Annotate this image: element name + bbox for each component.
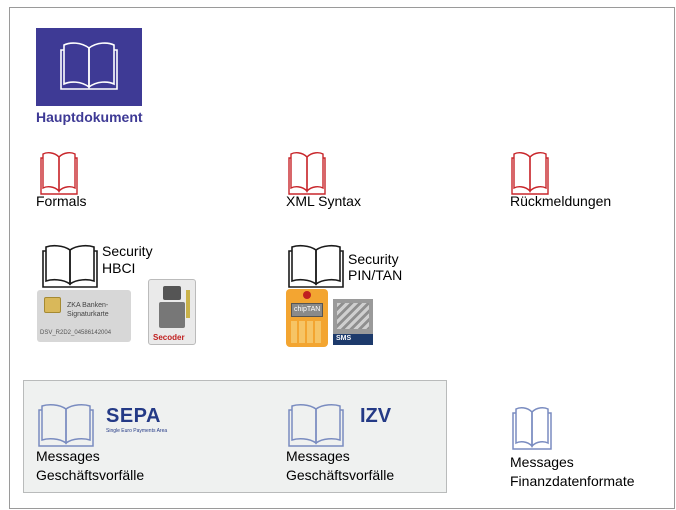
sepa-book-icon[interactable] — [38, 402, 94, 448]
card-text-2: Signaturkarte — [67, 311, 109, 318]
secoder-label: Secoder — [153, 333, 185, 342]
card-code: DSV_R2D2_04586142004 — [40, 330, 112, 336]
card-chip-icon — [44, 297, 61, 313]
hauptdokument-label[interactable]: Hauptdokument — [36, 109, 143, 125]
sms-label: SMS — [336, 335, 352, 342]
chiptan-screen: chipTAN — [291, 303, 323, 317]
secoder-image: Secoder — [148, 279, 196, 345]
outer-frame — [9, 7, 675, 509]
sms-bar: SMS — [333, 334, 373, 345]
rueckmeldungen-label[interactable]: Rückmeldungen — [510, 193, 612, 209]
secoder-screen — [163, 286, 181, 300]
chiptan-label: chipTAN — [294, 306, 321, 313]
xml-syntax-label[interactable]: XML Syntax — [286, 193, 361, 209]
finanzdaten-messages-label[interactable]: Messages — [510, 454, 574, 470]
chiptan-device-image: chipTAN — [286, 289, 328, 347]
security-hbci-book-icon[interactable] — [42, 243, 98, 289]
finanzdaten-book-icon[interactable] — [512, 405, 552, 451]
sepa-messages-label[interactable]: Messages — [36, 448, 100, 464]
izv-logo: IZV — [360, 405, 392, 427]
book-icon — [60, 42, 118, 90]
security-pintan-title[interactable]: Security — [348, 251, 399, 267]
xml-syntax-book-icon[interactable] — [288, 150, 326, 196]
izv-book-icon[interactable] — [288, 402, 344, 448]
chiptan-keypad — [291, 321, 323, 343]
security-pintan-subtitle[interactable]: PIN/TAN — [348, 267, 403, 283]
finanzdatenformate-label[interactable]: Finanzdatenformate — [510, 473, 635, 489]
security-pintan-book-icon[interactable] — [288, 243, 344, 289]
hauptdokument-tile[interactable] — [36, 28, 142, 106]
card-text-1: ZKA Banken- — [67, 302, 109, 309]
secoder-card-slot — [186, 290, 190, 318]
formals-book-icon[interactable] — [40, 150, 78, 196]
sepa-logo-text: SEPA — [106, 405, 161, 427]
izv-geschaeftsvorfaelle-label[interactable]: Geschäftsvorfälle — [286, 467, 395, 483]
izv-messages-label[interactable]: Messages — [286, 448, 350, 464]
security-hbci-title[interactable]: Security — [102, 243, 153, 259]
secoder-keypad — [159, 302, 185, 328]
sepa-geschaeftsvorfaelle-label[interactable]: Geschäftsvorfälle — [36, 467, 145, 483]
chiptan-led — [303, 291, 311, 299]
formals-label[interactable]: Formals — [36, 193, 87, 209]
sepa-logo-subtitle: Single Euro Payments Area — [106, 428, 168, 434]
sms-image: SMS — [333, 299, 373, 345]
signature-card-image: ZKA Banken- Signaturkarte DSV_R2D2_04586… — [37, 290, 131, 342]
rueckmeldungen-book-icon[interactable] — [511, 150, 549, 196]
sms-photo — [337, 303, 369, 329]
sepa-logo: SEPA Single Euro Payments Area — [106, 405, 167, 434]
security-hbci-subtitle[interactable]: HBCI — [102, 260, 136, 276]
